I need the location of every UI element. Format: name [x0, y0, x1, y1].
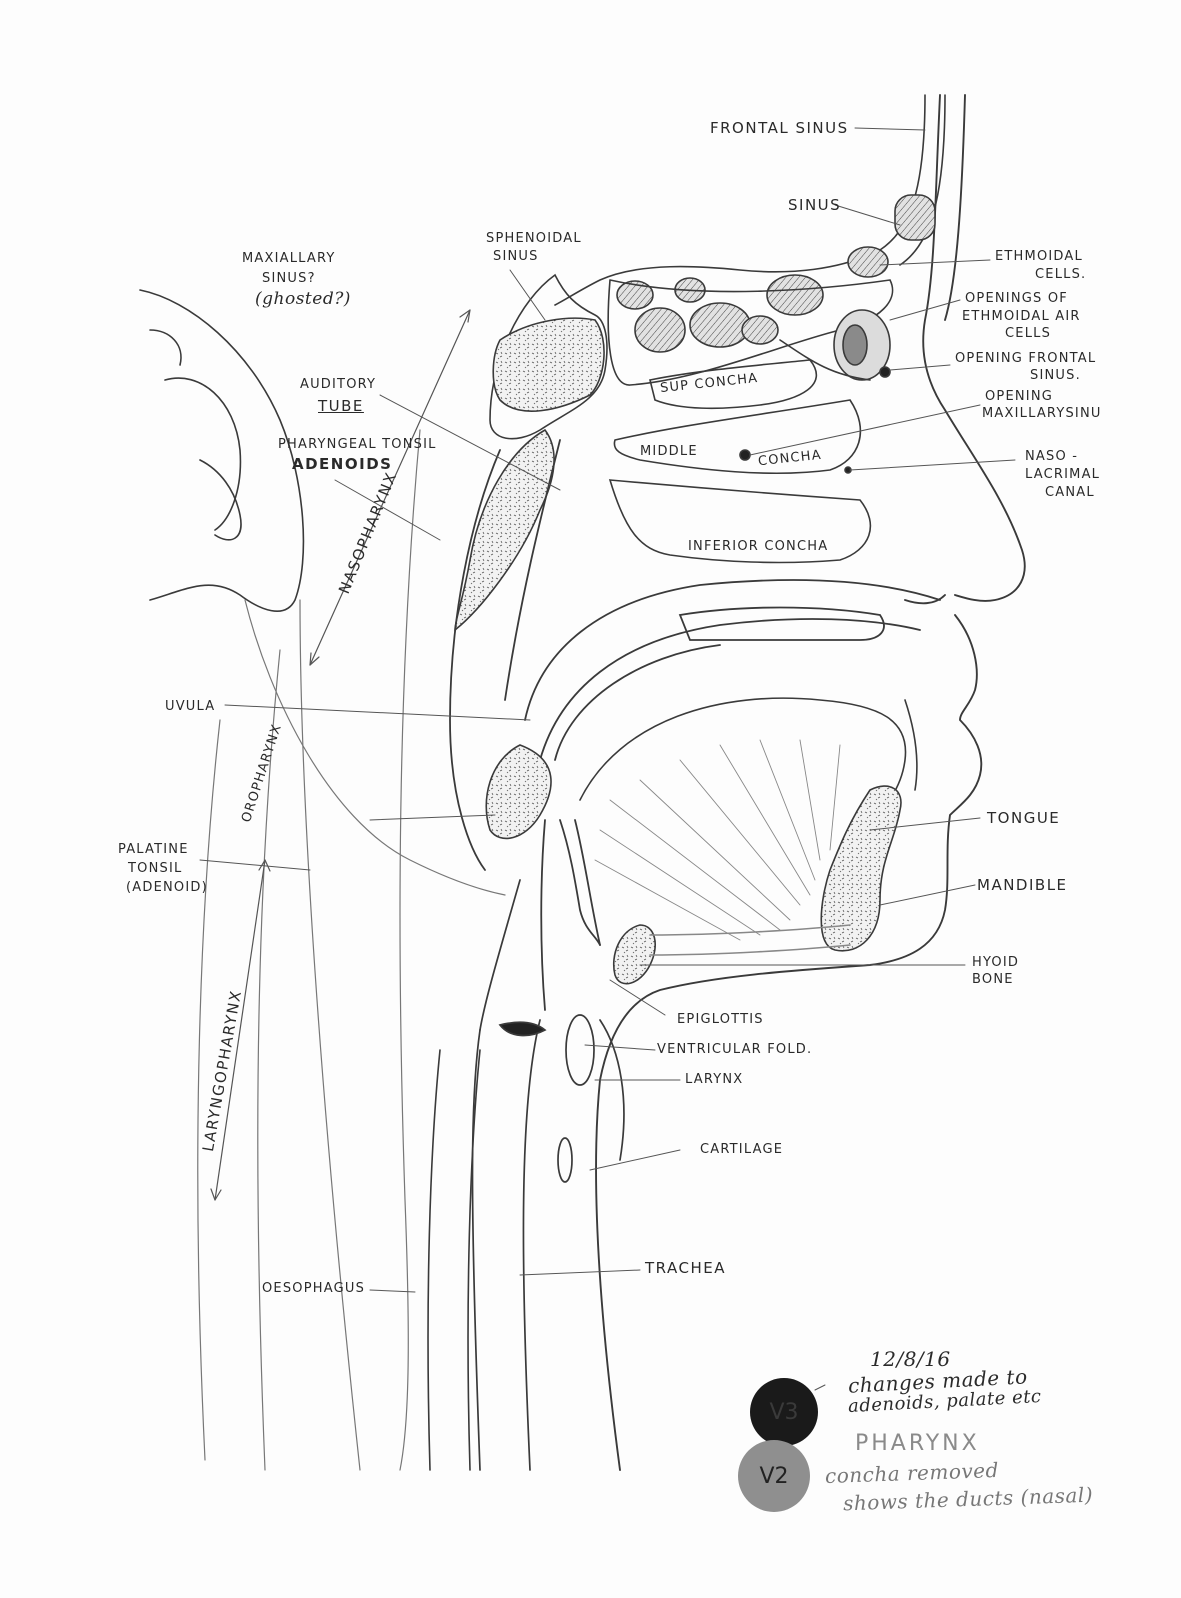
nasal-conchae [608, 359, 891, 564]
label-ventricular-fold: VENTRICULAR FOLD. [657, 1042, 813, 1057]
note-v2-line1: concha removed [824, 1457, 1000, 1489]
label-palatine-line1: PALATINE [118, 842, 189, 857]
label-opening-frontal-line1: OPENING FRONTAL [955, 351, 1097, 366]
label-sphenoidal-sinus-line2: SINUS [493, 249, 539, 264]
region-arrows [210, 309, 471, 1201]
label-epiglottis: EPIGLOTTIS [677, 1012, 764, 1027]
label-inferior-concha: INFERIOR CONCHA [688, 539, 829, 554]
label-hyoid-line2: BONE [972, 972, 1014, 987]
label-maxillary-line2: SINUS? [262, 271, 316, 286]
neck-posterior-lines [197, 429, 506, 1471]
leader-lines [199, 127, 1016, 1391]
label-frontal-sinus: FRONTAL SINUS [710, 119, 849, 137]
label-pharyngeal-tonsil-line2: ADENOIDS [292, 455, 393, 473]
version-badge-v2-text: V2 [759, 1463, 789, 1489]
pharynx-wall [449, 439, 561, 871]
version-badge-v3-text: V3 [769, 1399, 799, 1425]
frontal-bone [554, 94, 946, 306]
frontal-sinus-cavity [894, 194, 936, 241]
oesophagus [427, 1049, 481, 1471]
label-opening-maxillary-line1: OPENING [985, 389, 1054, 404]
label-nasolacrimal-line1: NASO - [1025, 449, 1079, 464]
label-opening-maxillary-line2: MAXILLARYSINU [982, 406, 1102, 421]
label-tongue: TONGUE [987, 809, 1061, 827]
label-hyoid-line1: HYOID [972, 955, 1020, 970]
label-nasolacrimal-line2: LACRIMAL [1025, 467, 1101, 482]
label-ethmoidal-line2: CELLS. [1035, 267, 1087, 282]
tongue [579, 697, 907, 941]
label-sphenoidal-sinus-line1: SPHENOIDAL [486, 231, 582, 246]
note-title: PHARYNX [855, 1431, 980, 1456]
palatine-tonsil [485, 744, 552, 840]
version-badge-v2: V2 [738, 1440, 810, 1512]
pharyngeal-tonsil [454, 428, 555, 632]
label-mandible: MANDIBLE [977, 876, 1068, 894]
larynx-trachea [471, 879, 625, 1471]
label-oesophagus: OESOPHAGUS [262, 1281, 366, 1296]
label-cartilage: CARTILAGE [700, 1142, 784, 1157]
label-ethmoidal-line1: ETHMOIDAL [995, 249, 1083, 264]
label-opening-frontal-line2: SINUS. [1030, 368, 1081, 383]
label-sinus: SINUS [788, 196, 842, 214]
label-nasolacrimal-line3: CANAL [1045, 485, 1095, 500]
ear-outline [139, 289, 305, 612]
palate [524, 579, 941, 761]
label-pharyngeal-tonsil-line1: PHARYNGEAL TONSIL [278, 437, 437, 452]
mandible [820, 699, 918, 952]
hyoid-bone [613, 924, 851, 985]
eye-orbit [779, 309, 891, 381]
epiglottis [540, 819, 601, 1011]
label-auditory-line2: TUBE [318, 397, 364, 415]
ethmoidal-cells [607, 246, 894, 386]
label-palatine-line2: TONSIL [128, 861, 183, 876]
label-middle-concha-1: MIDDLE [640, 444, 698, 459]
label-openings-ethmoidal-line1: OPENINGS OF [965, 291, 1068, 306]
version-badge-v3: V3 [750, 1378, 818, 1446]
label-openings-ethmoidal-line3: CELLS [1005, 326, 1052, 341]
label-auditory-line1: AUDITORY [300, 377, 377, 392]
note-date: 12/8/16 [870, 1347, 951, 1371]
label-palatine-line3: (ADENOID) [126, 880, 208, 895]
label-uvula: UVULA [165, 699, 216, 714]
sphenoidal-sinus [489, 273, 608, 440]
label-maxillary-line1: MAXIALLARY [242, 251, 336, 266]
label-openings-ethmoidal-line2: ETHMOIDAL AIR [962, 309, 1081, 324]
label-larynx: LARYNX [685, 1072, 744, 1087]
label-trachea: TRACHEA [645, 1259, 726, 1277]
label-maxillary-line3: (ghosted?) [255, 289, 351, 309]
